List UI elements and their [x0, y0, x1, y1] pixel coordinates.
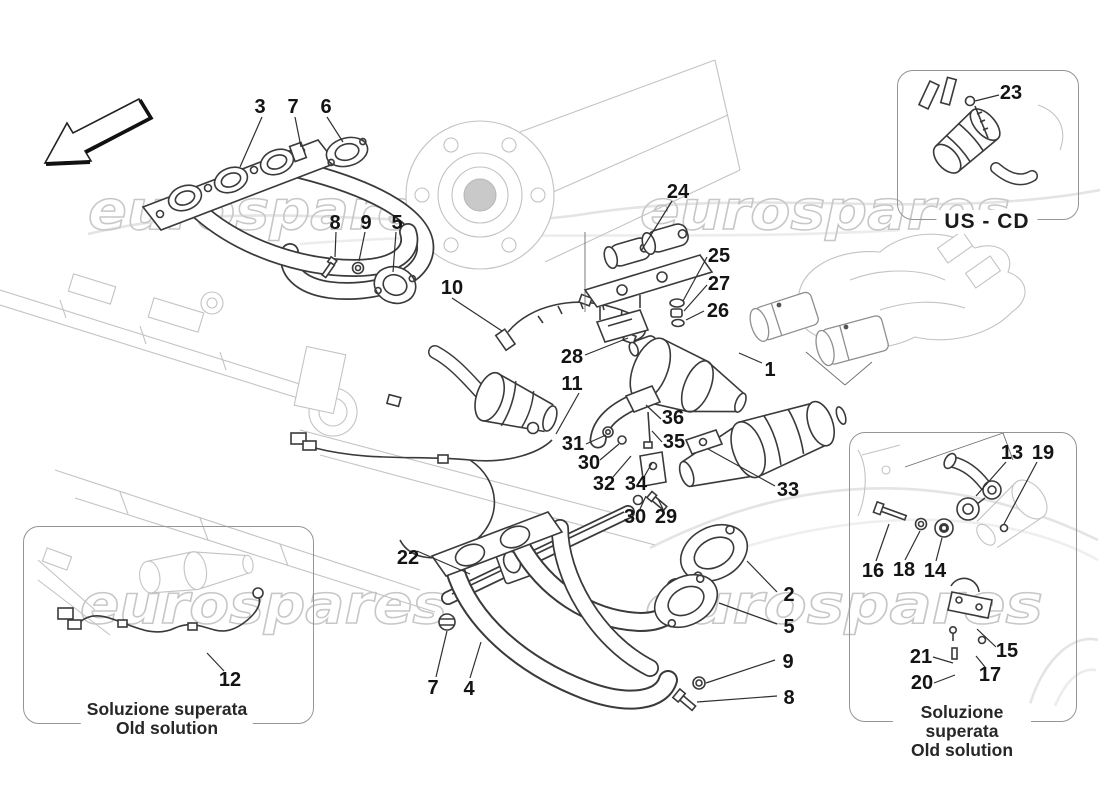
callout-2[interactable]: 2	[783, 584, 795, 606]
callout-8[interactable]: 8	[329, 212, 341, 234]
callout-18[interactable]: 18	[892, 559, 916, 581]
callout-16[interactable]: 16	[861, 560, 885, 582]
leader-lines	[206, 94, 1038, 703]
callout-24[interactable]: 24	[666, 181, 690, 203]
callout-36[interactable]: 36	[661, 407, 685, 429]
old-solution-right-caption: Soluzione superata Old solution	[893, 703, 1031, 760]
us-cd-label: US - CD	[936, 210, 1038, 234]
callout-9[interactable]: 9	[782, 651, 794, 673]
callout-3[interactable]: 3	[254, 96, 266, 118]
inset-box-us-cd	[897, 70, 1079, 220]
gearbox-background-drawing	[405, 59, 741, 270]
callout-5[interactable]: 5	[783, 616, 795, 638]
callout-33[interactable]: 33	[776, 479, 800, 501]
callout-10[interactable]: 10	[440, 277, 464, 299]
rear-exhaust-background-drawing	[749, 230, 1026, 386]
old-solution-left-caption: Soluzione superata Old solution	[80, 699, 254, 738]
callout-15[interactable]: 15	[995, 640, 1019, 662]
manifold-gaskets-hardware	[320, 136, 417, 305]
callout-7[interactable]: 7	[287, 96, 299, 118]
front-catalyst-drawing	[428, 345, 558, 435]
callout-19[interactable]: 19	[1031, 442, 1055, 464]
callout-11[interactable]: 11	[561, 373, 583, 395]
callout-13[interactable]: 13	[1000, 442, 1024, 464]
caption-italian: Soluzione superata	[920, 702, 1004, 741]
callout-26[interactable]: 26	[706, 300, 730, 322]
bracket-hardware-cluster	[602, 384, 668, 512]
callout-8[interactable]: 8	[783, 687, 795, 709]
callout-17[interactable]: 17	[978, 664, 1002, 686]
old-solution-right-drawing	[857, 432, 1048, 660]
hardware-stack-25-27-26	[669, 298, 685, 328]
upper-manifold-drawing	[141, 139, 435, 301]
callout-29[interactable]: 29	[654, 506, 678, 528]
callout-9[interactable]: 9	[360, 212, 372, 234]
callout-34[interactable]: 34	[624, 473, 648, 495]
callout-6[interactable]: 6	[320, 96, 332, 118]
callout-25[interactable]: 25	[707, 245, 731, 267]
callout-27[interactable]: 27	[707, 273, 731, 295]
lower-manifold-drawing	[430, 511, 749, 712]
mount-bracket-24-drawing	[583, 223, 714, 320]
caption-english: Old solution	[910, 740, 1014, 760]
caption-english: Old solution	[115, 718, 219, 738]
oxygen-sensor-10-drawing	[494, 232, 646, 352]
direction-arrow	[43, 97, 154, 166]
callout-1[interactable]: 1	[764, 359, 776, 381]
inset-box-old-solution-left	[23, 526, 314, 724]
callout-23[interactable]: 23	[999, 82, 1023, 104]
us-cd-inset-drawing	[917, 76, 1064, 186]
callout-21[interactable]: 21	[909, 646, 933, 668]
callout-35[interactable]: 35	[662, 431, 686, 453]
car-silhouette-swoosh	[87, 188, 1100, 707]
callout-28[interactable]: 28	[560, 346, 584, 368]
catalyst-33-drawing	[678, 400, 847, 488]
callout-7[interactable]: 7	[427, 677, 439, 699]
callout-22[interactable]: 22	[396, 547, 420, 569]
callout-31[interactable]: 31	[561, 433, 585, 455]
chassis-background-drawing	[0, 273, 656, 613]
callout-12[interactable]: 12	[218, 669, 242, 691]
old-solution-left-drawing	[37, 547, 264, 636]
caption-italian: Soluzione superata	[86, 699, 248, 719]
callout-32[interactable]: 32	[592, 473, 616, 495]
callout-30[interactable]: 30	[577, 452, 601, 474]
callout-30[interactable]: 30	[623, 506, 647, 528]
callout-20[interactable]: 20	[910, 672, 934, 694]
callout-14[interactable]: 14	[923, 560, 947, 582]
callout-4[interactable]: 4	[463, 678, 475, 700]
callout-5[interactable]: 5	[391, 212, 403, 234]
